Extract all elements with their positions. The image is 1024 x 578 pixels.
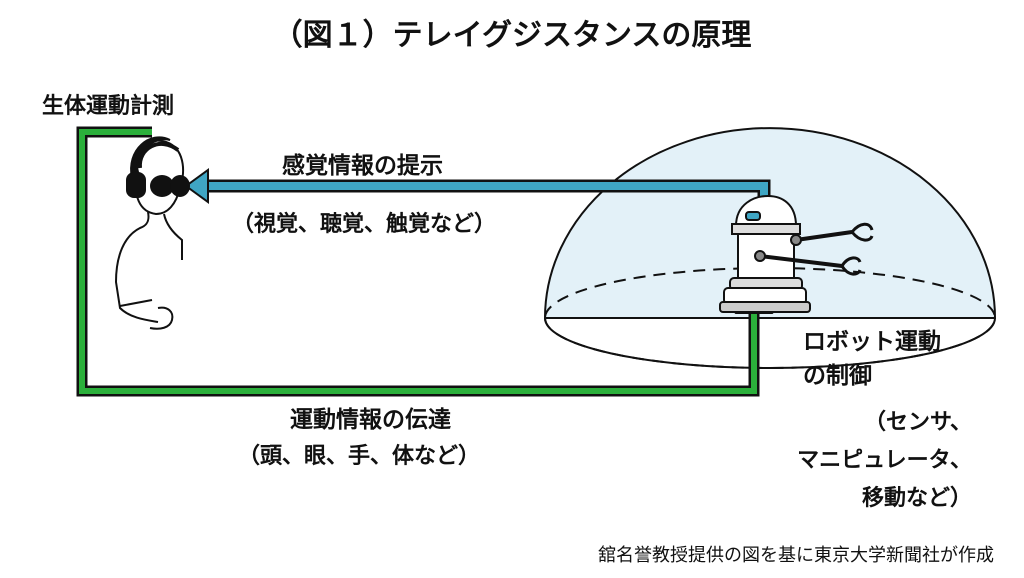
robot-detail-line2: マニピュレータ、 [797,448,972,473]
dome-front-edge [544,317,996,369]
goggles [150,175,190,197]
robot-detail-line3: 移動など） [861,486,972,511]
credit-note: 舘名誉教授提供の図を基に東京大学新聞社が作成 [598,545,994,566]
sensory-info-label: 感覚情報の提示 [282,153,443,179]
diagram-title: （図１）テレイグジスタンスの原理 [272,18,752,53]
robot-label-line2: の制御 [803,363,872,389]
motion-info-detail: （頭、眼、手、体など） [238,444,481,469]
robot [719,194,874,313]
human-figure [114,136,184,330]
sensory-info-detail: （視覚、聴覚、触覚など） [232,212,497,237]
headphones [126,142,180,198]
robot-label-line1: ロボット運動 [803,329,941,355]
human-label: 生体運動計測 [42,94,175,119]
motion-info-label: 運動情報の伝達 [290,407,451,433]
robot-detail-line1: （センサ、 [863,410,972,435]
